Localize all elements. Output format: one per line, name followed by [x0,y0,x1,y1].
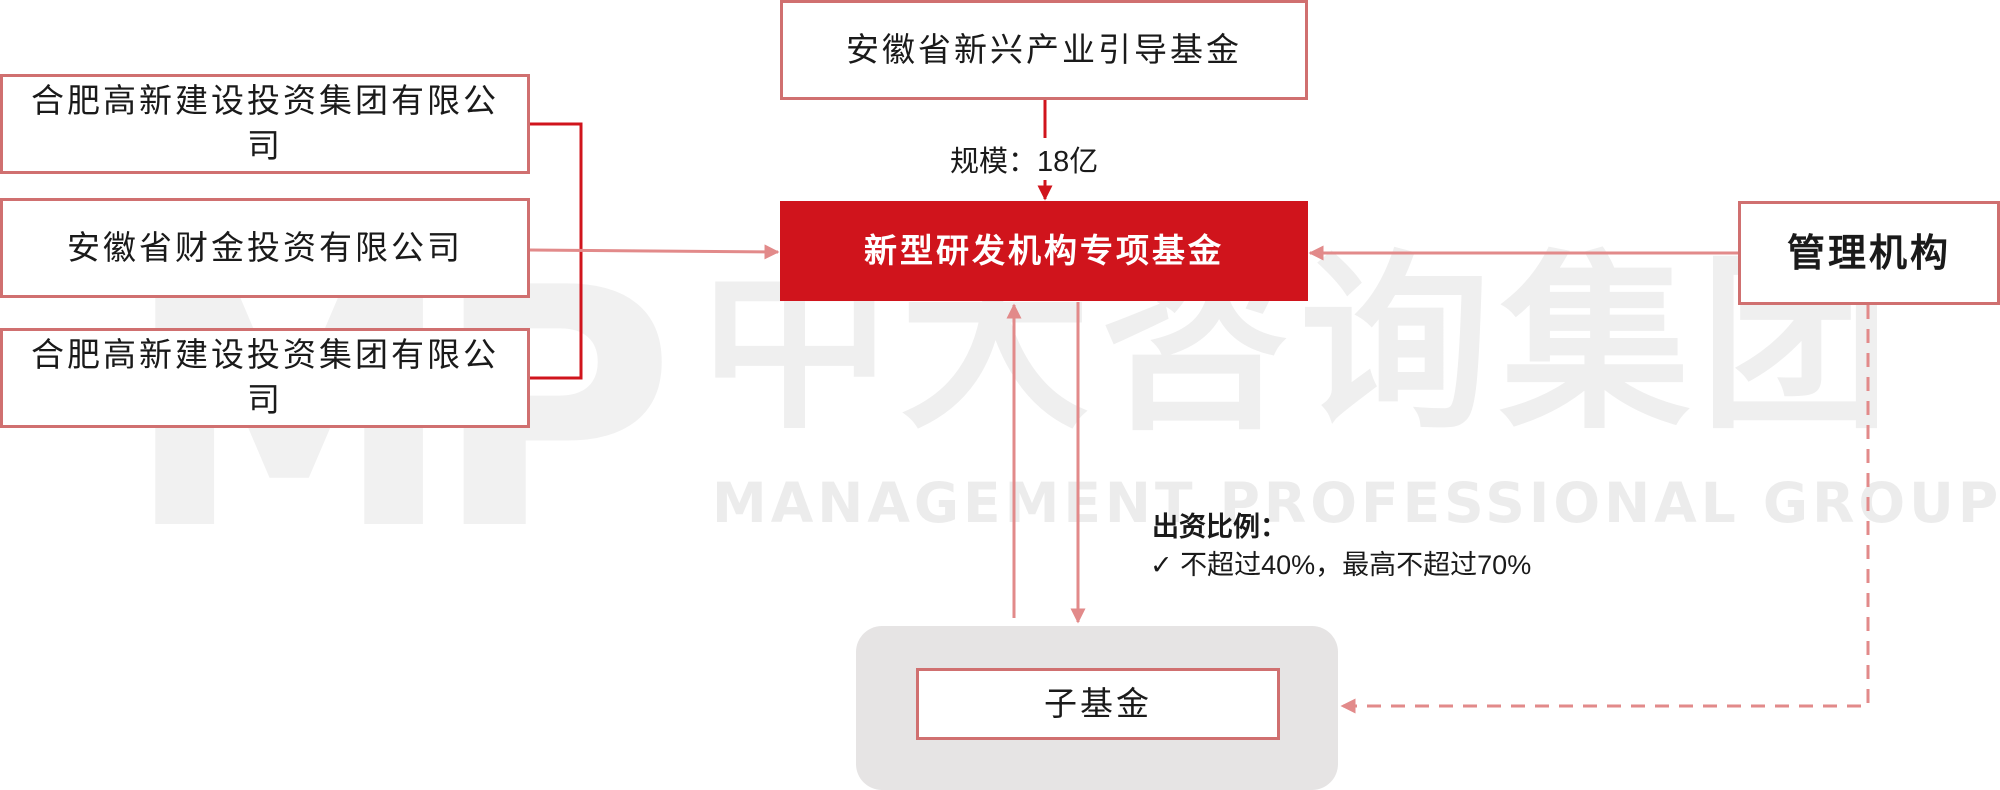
management-box: 管理机构 [1738,201,2000,305]
investor-box-2: 安徽省财金投资有限公司 [0,198,530,298]
ratio-title: 出资比例： [1152,512,1287,543]
investor-box-1: 合肥高新建设投资集团有限公司 [0,74,530,174]
management-label: 管理机构 [1786,230,1951,276]
investors-to-main-arrow [529,244,780,260]
scale-label: 规模：18亿 [948,138,1101,180]
guide-fund-label: 安徽省新兴产业引导基金 [846,29,1242,69]
guide-fund-box: 安徽省新兴产业引导基金 [780,0,1308,100]
main-fund-label: 新型研发机构专项基金 [864,230,1224,270]
sub-fund-box: 子基金 [916,668,1280,740]
mgmt-to-sub-dashed-arrow [1340,305,1870,714]
investor-1-label: 合肥高新建设投资集团有限公司 [31,81,499,165]
main-fund-box: 新型研发机构专项基金 [780,201,1308,301]
sub-fund-label: 子基金 [1044,683,1152,723]
ratio-item: ✓ 不超过40%，最高不超过70% [1150,550,1532,580]
investor-2-label: 安徽省财金投资有限公司 [67,227,463,267]
investor-3-label: 合肥高新建设投资集团有限公司 [31,335,499,419]
investor-box-3: 合肥高新建设投资集团有限公司 [0,328,530,428]
